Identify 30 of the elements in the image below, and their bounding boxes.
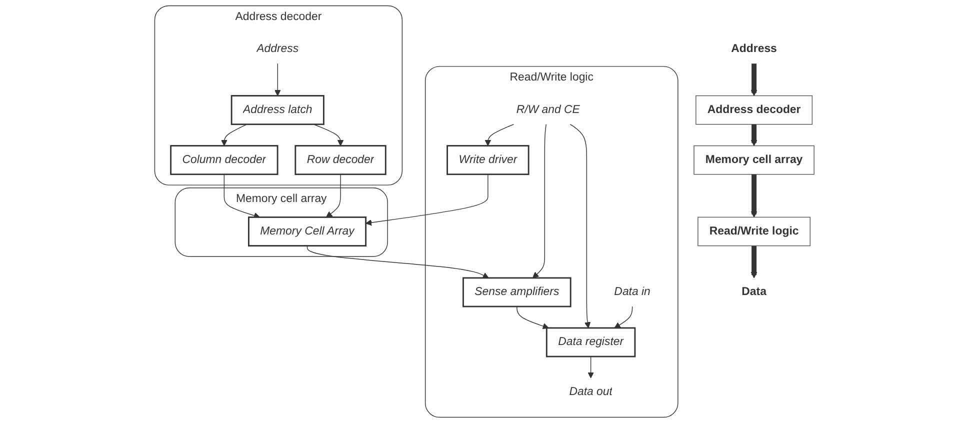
arrow [224,174,260,219]
node-text: Data in [614,286,651,298]
arrow [484,124,514,146]
arrow [366,174,488,226]
arrow [570,124,591,328]
arrow [751,124,758,146]
node-text: R/W and CE [516,104,580,116]
arrow [532,124,547,278]
node-text: Address [731,42,778,56]
node-box: Column decoder [170,145,278,176]
arrow [274,63,281,96]
arrow [326,174,341,218]
arrow [313,124,344,146]
node-box: Row decoder [294,145,386,176]
arrow [221,124,248,146]
arrow [588,356,594,378]
node-text: Data out [569,386,613,398]
node-box: Address decoder [696,95,813,125]
arrow [306,245,489,278]
arrow [751,245,758,278]
node-box: Memory cell array [694,145,815,175]
node-box: Data register [546,327,636,358]
node-box: Sense amplifiers [462,277,572,308]
arrow [751,62,758,96]
arrow [751,174,758,218]
arrow [516,306,549,330]
node-box: Write driver [446,145,530,176]
node-box: Read/Write logic [698,216,811,246]
arrow [614,306,633,328]
node-text: Data [742,286,767,298]
